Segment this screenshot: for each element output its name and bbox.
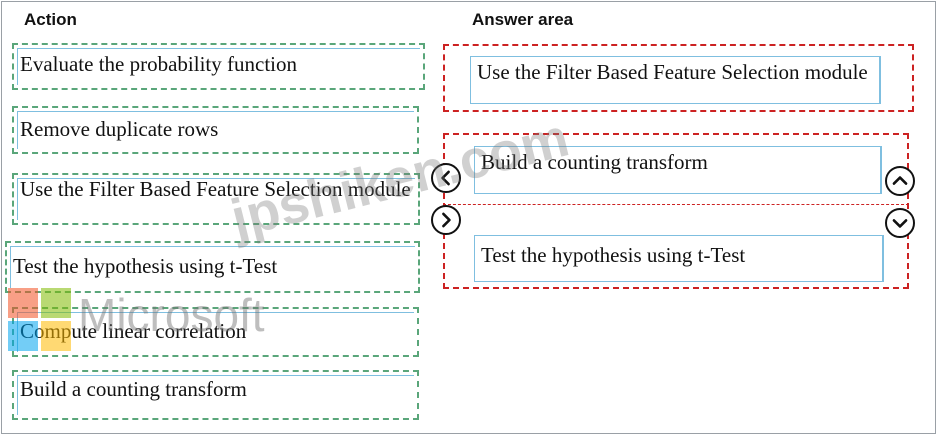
action-item[interactable]: Build a counting transform [12, 370, 419, 420]
action-item[interactable]: Remove duplicate rows [12, 106, 419, 154]
action-item[interactable]: Test the hypothesis using t-Test [5, 241, 420, 293]
action-heading: Action [24, 10, 77, 29]
action-item-label: Evaluate the probability function [20, 52, 297, 76]
down-arrow-icon [892, 219, 908, 228]
answer-item[interactable]: Use the Filter Based Feature Selection m… [470, 56, 881, 104]
zone-divider [443, 204, 909, 205]
action-item-label: Build a counting transform [20, 377, 247, 401]
up-arrow-icon [892, 176, 908, 185]
answer-area-heading: Answer area [472, 10, 574, 29]
answer-drop-zone-1[interactable] [443, 44, 914, 112]
move-down-button[interactable] [885, 208, 915, 238]
action-item[interactable]: Evaluate the probability function [12, 43, 425, 90]
left-arrow-icon [441, 170, 450, 186]
action-item-label: Compute linear correlation [20, 319, 247, 343]
move-left-button[interactable] [431, 163, 461, 193]
answer-item[interactable]: Test the hypothesis using t-Test [474, 235, 884, 282]
move-right-button[interactable] [431, 205, 461, 235]
answer-item-label: Test the hypothesis using t-Test [481, 243, 746, 267]
answer-item[interactable]: Build a counting transform [474, 146, 882, 194]
answer-item-label: Use the Filter Based Feature Selection m… [477, 60, 868, 84]
action-item[interactable]: Use the Filter Based Feature Selection m… [12, 173, 420, 225]
answer-item-label: Build a counting transform [481, 150, 708, 174]
action-item[interactable]: Compute linear correlation [12, 307, 419, 357]
action-item-label: Use the Filter Based Feature Selection m… [20, 177, 411, 201]
action-item-label: Test the hypothesis using t-Test [13, 254, 278, 278]
move-up-button[interactable] [885, 166, 915, 196]
action-item-label: Remove duplicate rows [20, 117, 219, 141]
right-arrow-icon [442, 212, 451, 228]
